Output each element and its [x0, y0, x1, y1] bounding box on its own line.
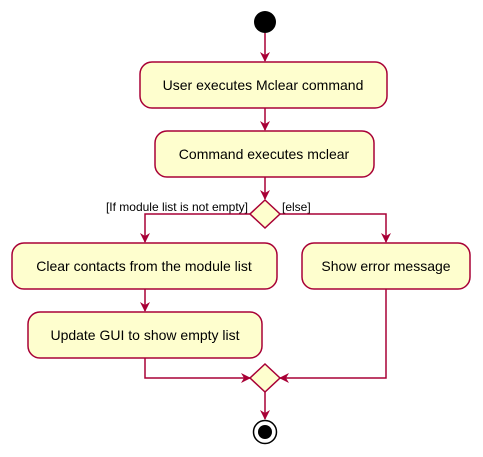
activity-show-error-label: Show error message — [321, 258, 450, 274]
activity-update-gui-label: Update GUI to show empty list — [50, 327, 239, 343]
edge-decision-to-error — [280, 213, 391, 243]
activity-user-executes-label: User executes Mclear command — [163, 77, 364, 93]
edge-update-to-merge — [144, 358, 251, 383]
end-node — [252, 419, 278, 445]
edge-decision-to-clear — [140, 213, 250, 243]
activity-update-gui: Update GUI to show empty list — [27, 311, 263, 359]
activity-command-executes: Command executes mclear — [154, 130, 375, 178]
activity-show-error: Show error message — [301, 242, 471, 290]
activity-command-executes-label: Command executes mclear — [179, 146, 350, 162]
activity-clear-contacts: Clear contacts from the module list — [11, 242, 278, 290]
activity-clear-contacts-label: Clear contacts from the module list — [36, 258, 252, 274]
activity-user-executes: User executes Mclear command — [139, 61, 388, 109]
merge-node — [248, 362, 282, 394]
guard-if-label: [If module list is not empty] — [106, 200, 248, 214]
start-node — [254, 11, 276, 33]
decision-node — [248, 198, 282, 230]
guard-else-label: [else] — [282, 200, 311, 214]
edge-error-to-merge — [279, 289, 387, 383]
